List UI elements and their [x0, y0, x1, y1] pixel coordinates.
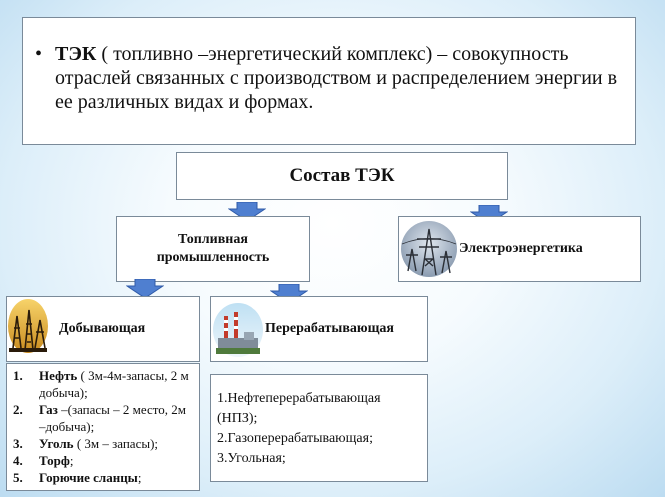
list-item: 4. Торф; [13, 453, 74, 468]
processing-label: Перерабатывающая [265, 321, 394, 336]
list-item: 5. Горючие сланцы; [13, 470, 142, 485]
list-item: 3. Уголь ( 3м – запасы); [13, 436, 159, 451]
refinery-icon [213, 303, 263, 357]
power-tower-icon [401, 221, 457, 277]
electric-power-label: Электроэнергетика [459, 241, 583, 256]
composition-header: Состав ТЭК [176, 152, 508, 200]
fuel-industry-line2: промышленность [156, 250, 270, 265]
list-item: 1. Нефть ( 3м-4м-запасы, 2 м добыча); [13, 368, 189, 400]
oil-derrick-icon [8, 299, 48, 353]
bullet: • [35, 43, 43, 65]
definition-text: ( топливно –энергетический комплекс) – с… [55, 43, 618, 113]
list-item: 2. Газ –(запасы – 2 место, 2м –добыча); [13, 402, 186, 434]
definition-term: ТЭК [55, 43, 97, 65]
extracting-label: Добывающая [59, 321, 146, 336]
arrow-down-icon [126, 279, 164, 299]
list-item: 2.Газоперерабатывающая; [217, 431, 373, 446]
arrow-down-icon [228, 202, 266, 222]
list-item: 1.Нефтеперерабатывающая (НПЗ); [217, 391, 381, 426]
fuel-industry-box: Топливная промышленность [116, 216, 310, 282]
list-item: 3.Угольная; [217, 451, 286, 466]
process-list: 1.Нефтеперерабатывающая (НПЗ); 2.Газопер… [210, 374, 428, 482]
definition-box: • ТЭК ( топливно –энергетический комплек… [22, 17, 636, 145]
extract-list: 1. Нефть ( 3м-4м-запасы, 2 м добыча); 2.… [6, 363, 200, 491]
fuel-industry-line1: Топливная [178, 232, 248, 247]
